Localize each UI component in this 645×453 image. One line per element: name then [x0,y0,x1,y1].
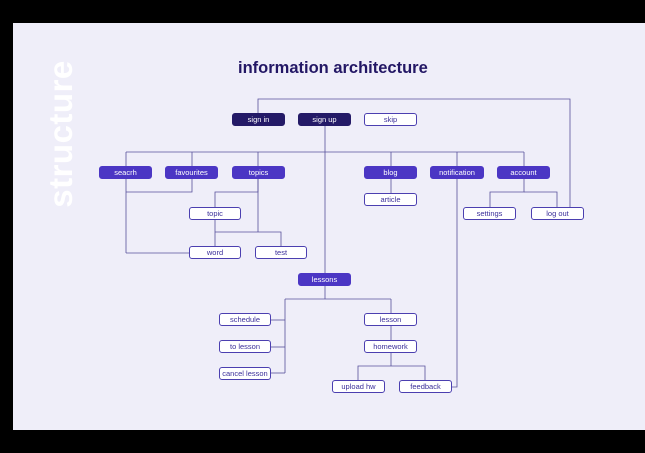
node-search: seacrh [99,166,152,179]
node-to-lesson: to lesson [219,340,271,353]
node-lesson: lesson [364,313,417,326]
connector-favourites-join [126,179,193,193]
node-lessons: lessons [298,273,351,286]
node-sign-up: sign up [298,113,351,126]
node-test: test [255,246,307,259]
node-word: word [189,246,241,259]
connector-topic-test [215,231,282,246]
node-account: account [497,166,550,179]
node-homework: homework [364,340,417,353]
node-favourites: favourites [165,166,218,179]
node-notification: notification [430,166,484,179]
diagram-title: information architecture [238,59,428,77]
node-blog: blog [364,166,417,179]
connector-homework-split [357,365,426,380]
node-cancel-lesson: cancel lesson [219,367,271,380]
connector-signin-logout [257,98,571,207]
connector-topics-topic [214,179,259,207]
node-log-out: log out [531,207,584,220]
node-upload-hw: upload hw [332,380,385,393]
node-settings: settings [463,207,516,220]
node-article: article [364,193,417,206]
node-skip: skip [364,113,417,126]
diagram-board [13,23,645,430]
connector-notification-feedback [452,179,458,388]
connector-account-settings [489,179,525,207]
node-topics: topics [232,166,285,179]
node-schedule: schedule [219,313,271,326]
node-feedback: feedback [399,380,452,393]
connector-account-logout-branch [524,191,558,207]
node-sign-in: sign in [232,113,285,126]
node-topic: topic [189,207,241,220]
